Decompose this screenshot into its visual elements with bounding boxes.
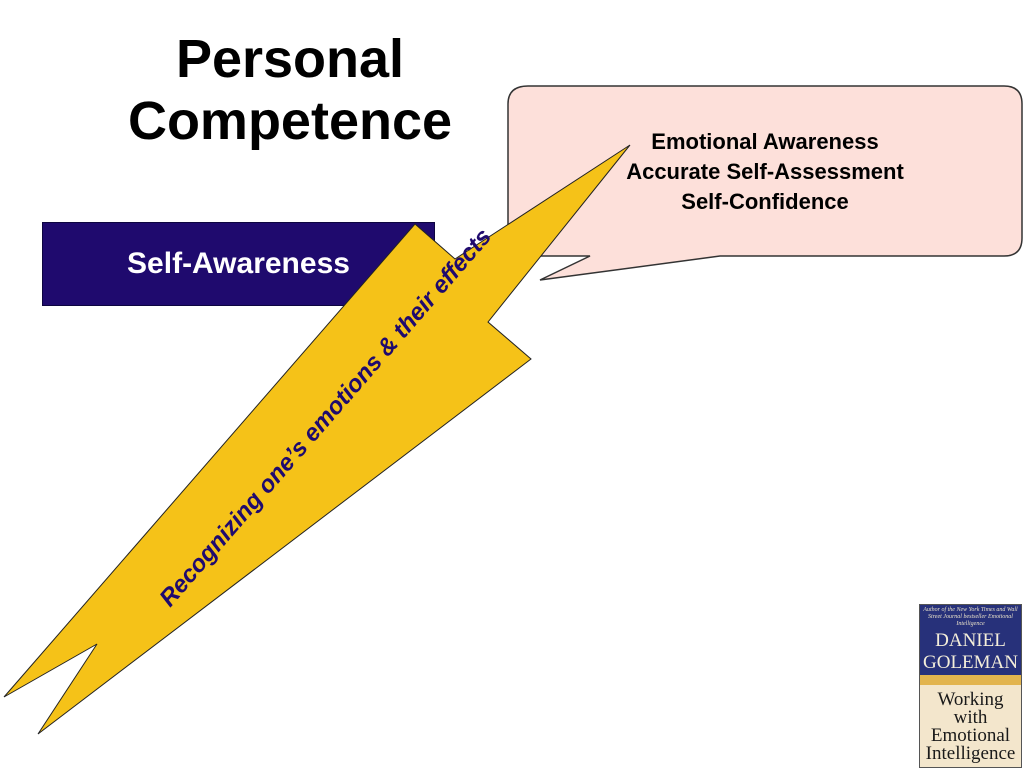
callout-item: Accurate Self-Assessment [626, 159, 904, 184]
callout-list: Emotional Awareness Accurate Self-Assess… [560, 127, 970, 217]
arrow-shape [3, 144, 631, 735]
callout-item: Self-Confidence [681, 189, 849, 214]
book-title-line: with [953, 707, 988, 728]
book-title: Working with Emotional Intelligence [920, 685, 1021, 763]
self-awareness-label: Self-Awareness [127, 247, 350, 280]
book-title-line: Emotional [930, 725, 1011, 746]
book-author-last: GOLEMAN [923, 652, 1018, 673]
book-author-first: DANIEL [935, 630, 1006, 651]
book-title-line: Working [937, 689, 1004, 710]
callout-item: Emotional Awareness [651, 129, 879, 154]
book-cover-top: Author of the New York Times and Wall St… [920, 605, 1021, 675]
book-band [920, 675, 1021, 685]
title-line-2: Competence [127, 91, 453, 151]
slide-title: Personal Competence [80, 28, 500, 152]
book-cover-image: Author of the New York Times and Wall St… [919, 604, 1022, 768]
callout-bubble [507, 85, 1023, 281]
book-blurb: Author of the New York Times and Wall St… [923, 607, 1018, 627]
book-title-line: Intelligence [925, 743, 1016, 764]
book-cover-bottom: Working with Emotional Intelligence [920, 685, 1021, 767]
title-line-1: Personal [175, 29, 405, 89]
